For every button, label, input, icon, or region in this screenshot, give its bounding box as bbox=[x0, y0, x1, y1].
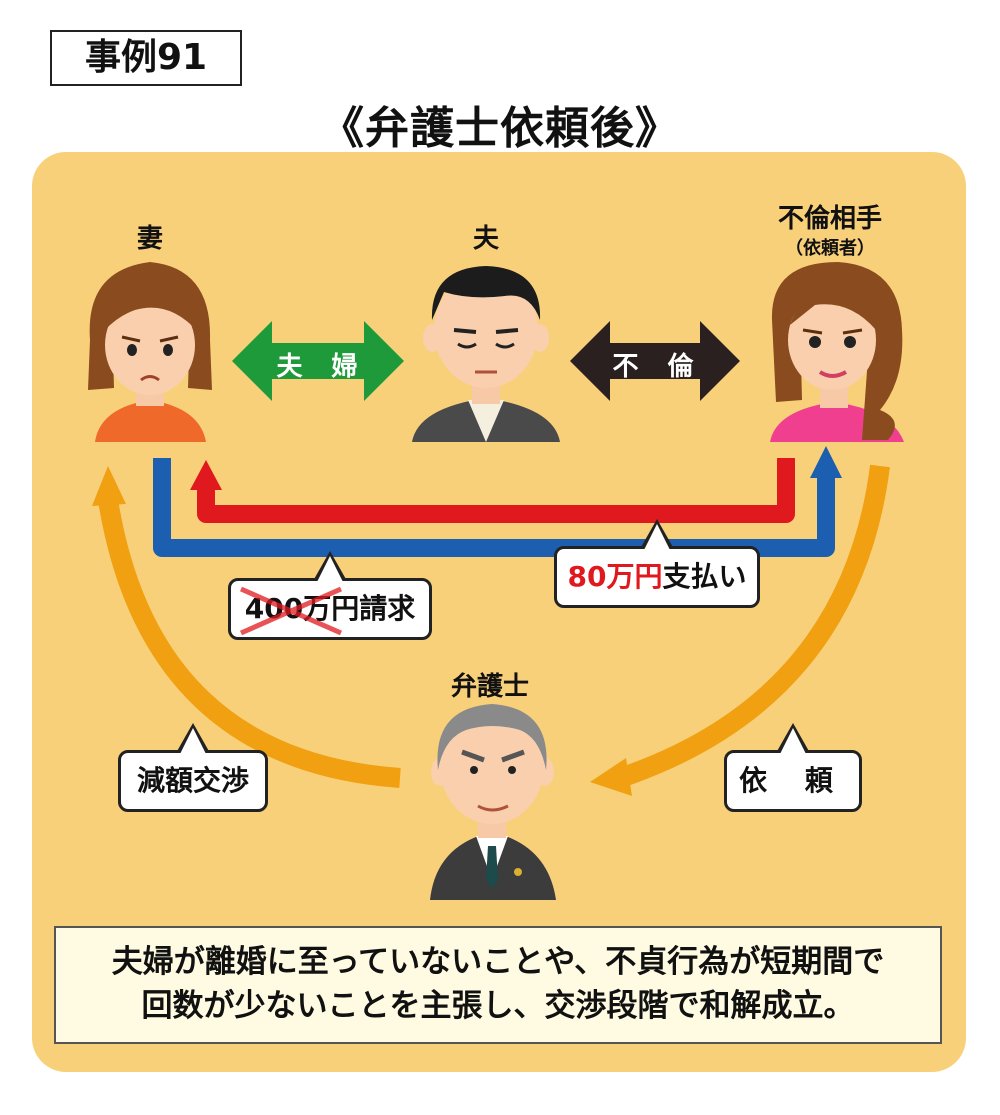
payment-arrowhead bbox=[190, 460, 222, 490]
negotiation-arc bbox=[98, 498, 401, 788]
claim-line bbox=[153, 458, 835, 557]
payment-suffix: 支払い bbox=[662, 560, 747, 593]
wife-figure bbox=[88, 262, 212, 442]
payment-bubble: 80万円支払い bbox=[554, 519, 760, 608]
partner-figure bbox=[770, 262, 904, 442]
request-bubble: 依 頼 bbox=[724, 723, 862, 812]
summary-line-2: 回数が少ないことを主張し、交渉段階で和解成立。 bbox=[141, 988, 855, 1024]
couple-arrow-label: 夫 婦 bbox=[276, 352, 368, 382]
claim-amount-struck: 400万円 bbox=[239, 581, 359, 637]
claim-suffix: 請求 bbox=[359, 592, 416, 625]
payment-amount: 80万円 bbox=[567, 560, 663, 593]
partner-note: （依頼者） bbox=[785, 238, 875, 259]
strike-mark bbox=[239, 586, 342, 636]
husband-label: 夫 bbox=[472, 224, 499, 254]
summary-line-1: 夫婦が離婚に至っていないことや、不貞行為が短期間で bbox=[111, 944, 885, 980]
claim-bubble: 400万円 請求 bbox=[228, 551, 432, 640]
lawyer-figure bbox=[430, 704, 556, 900]
partner-label: 不倫相手 bbox=[777, 204, 882, 234]
affair-arrow bbox=[570, 321, 740, 401]
husband-figure bbox=[412, 266, 560, 442]
payment-line bbox=[197, 458, 795, 523]
negotiation-arrowhead bbox=[92, 466, 126, 506]
case-label: 事例91 bbox=[50, 30, 242, 86]
negotiation-bubble: 減額交渉 bbox=[118, 723, 268, 812]
request-arc bbox=[616, 464, 890, 788]
wife-label: 妻 bbox=[136, 224, 163, 254]
claim-arrowhead bbox=[810, 446, 842, 478]
request-arrowhead bbox=[590, 758, 632, 796]
summary-box: 夫婦が離婚に至っていないことや、不貞行為が短期間で 回数が少ないことを主張し、交… bbox=[54, 926, 942, 1044]
page-title: 《弁護士依頼後》 bbox=[320, 103, 680, 154]
affair-arrow-label: 不 倫 bbox=[612, 352, 704, 382]
couple-arrow bbox=[232, 321, 404, 401]
lawyer-label: 弁護士 bbox=[450, 672, 529, 702]
